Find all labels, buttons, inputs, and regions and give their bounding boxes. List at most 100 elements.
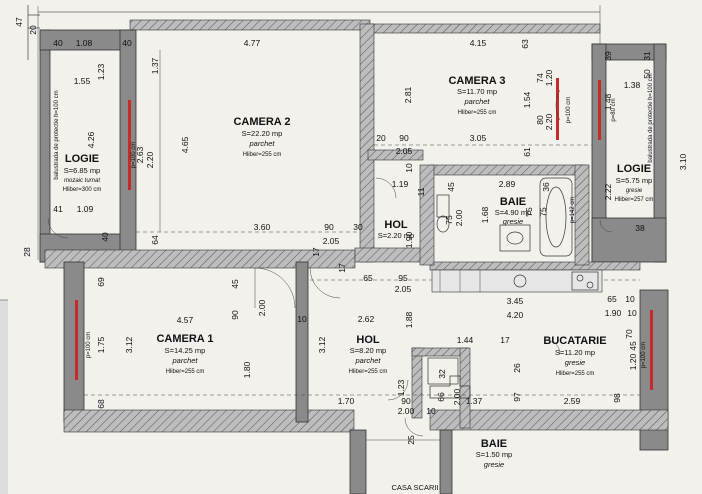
dimension-label: 38 — [635, 223, 645, 233]
dimension-label: 17 — [337, 263, 347, 273]
dimension-label: 45 — [628, 341, 638, 351]
room-area: S=11.70 mp — [457, 87, 497, 96]
dimension-label: 75 — [444, 215, 454, 225]
top-dimensions — [27, 5, 600, 260]
dimension-label: 1.20 — [628, 353, 638, 370]
dimension-label: 2.00 — [452, 388, 462, 405]
interior-lines — [47, 5, 653, 441]
room-name: BAIE — [500, 196, 526, 208]
room-height: Hliber=255 cm — [349, 369, 388, 375]
room-area: S=5.75 mp — [616, 176, 652, 185]
room-bucatarie: BUCATARIE S=11.20 mp gresie Hliber=255 c… — [543, 335, 606, 377]
room-camera3: CAMERA 3 S=11.70 mp parchet Hliber=255 c… — [448, 75, 505, 116]
dimension-label: 80 — [535, 115, 545, 125]
dimension-label: 20 — [376, 133, 386, 143]
room-hol-small: HOL S=2.20 mp — [378, 219, 414, 240]
room-area: S=11.20 mp — [555, 348, 595, 357]
dimension-label: 98 — [612, 393, 622, 403]
balcony-note: balustrada de protectie h=100 cm — [648, 73, 654, 162]
room-floor: parchet — [171, 356, 198, 365]
dimension-label: 40 — [100, 232, 110, 242]
dimension-label: 1.48 — [603, 93, 613, 110]
dimension-label: 95 — [398, 273, 408, 283]
dimension-label: 1.20 — [544, 69, 554, 86]
dimension-label: 2.00 — [398, 406, 415, 416]
dimension-label: 1.08 — [76, 38, 93, 48]
balcony-note: balustrada de protectie h=100 cm — [54, 90, 60, 179]
note-p100: p=100 cm — [641, 342, 647, 369]
dimension-label: 61 — [522, 147, 532, 157]
room-casa-scarii: CASA SCARII — [391, 483, 438, 492]
dimension-label: 74 — [535, 73, 545, 83]
dimension-label: 2.05 — [323, 236, 340, 246]
dimension-label: 4.57 — [177, 315, 194, 325]
dimension-label: 1.37 — [466, 396, 483, 406]
room-floor: gresie — [565, 358, 585, 367]
dimension-label: 63 — [520, 39, 530, 49]
dimension-label: 1.37 — [150, 57, 160, 74]
dimension-label: 2.05 — [395, 284, 412, 294]
room-area: S=22.20 mp — [242, 129, 283, 138]
room-floor: parchet — [463, 97, 490, 106]
dimension-label: 3.10 — [678, 153, 688, 170]
dimension-label: 70 — [624, 329, 634, 339]
room-logie-left: LOGIE S=6.85 mp mozaic turnat Hliber=300… — [54, 90, 101, 193]
dimension-label: 2.89 — [499, 179, 516, 189]
dimension-label: 75 — [524, 207, 534, 217]
dimension-label: 40 — [122, 38, 132, 48]
dimension-label: 10 — [404, 163, 414, 173]
dimension-label: 2.00 — [454, 209, 464, 226]
dimension-label: 3.45 — [507, 296, 524, 306]
room-name: CAMERA 2 — [233, 116, 290, 128]
note-p142: p=142 cm — [570, 197, 576, 224]
dimension-label: 4.20 — [507, 310, 524, 320]
room-hol-main: HOL S=8.20 mp parchet Hliber=255 cm — [349, 334, 388, 375]
dimension-label: 68 — [96, 399, 106, 409]
room-floor: gresie — [626, 188, 643, 194]
dimension-label: 11 — [416, 187, 426, 196]
room-height: Hliber=255 cm — [243, 152, 282, 158]
dimension-label: 2.62 — [358, 314, 375, 324]
dimension-label: 3.05 — [470, 133, 487, 143]
note-p100: p=100 cm — [86, 332, 92, 359]
dimension-label: 1.55 — [74, 76, 91, 86]
dimension-label: 2.05 — [396, 146, 413, 156]
dimension-label: 64 — [150, 235, 160, 245]
room-logie-right: LOGIE S=5.75 mp gresie Hliber=257 cm bal… — [615, 73, 654, 203]
dimension-label: 1.19 — [392, 179, 409, 189]
room-area: S=6.85 mp — [64, 166, 100, 175]
page-edge — [0, 300, 8, 494]
dimension-label: 90 — [401, 396, 411, 406]
dimension-label: 90 — [399, 133, 409, 143]
dimension-label: 36 — [541, 182, 551, 192]
room-area: S=14.25 mp — [165, 346, 206, 355]
dimension-label: 1.38 — [624, 80, 641, 90]
dimension-label: 25 — [406, 435, 416, 445]
room-floor: parchet — [248, 139, 275, 148]
dimension-label: 4.15 — [470, 38, 487, 48]
dimension-label: 65 — [363, 273, 373, 283]
dimension-label: 4.77 — [244, 38, 261, 48]
dimension-label: 32 — [437, 369, 447, 379]
dimension-label: 1.88 — [404, 311, 414, 328]
room-name: CASA SCARII — [391, 483, 438, 492]
dimension-label: 2.22 — [603, 183, 613, 200]
room-camera1: CAMERA 1 S=14.25 mp parchet Hliber=255 c… — [156, 333, 213, 375]
room-name: BAIE — [481, 438, 507, 450]
dimension-label: 26 — [512, 363, 522, 373]
room-area: S=4.90 mp — [495, 208, 531, 217]
dimension-label: 40 — [53, 38, 63, 48]
dimension-label: 45 — [230, 279, 240, 289]
dimension-label: 2.00 — [257, 299, 267, 316]
dimension-label: 1.75 — [96, 336, 106, 353]
dimension-labels: 47 20 40 1.08 40 1.23 1.55 4.26 41 1.09 … — [14, 17, 688, 445]
room-height: Hliber=257 cm — [615, 197, 654, 203]
dimension-label: 41 — [53, 204, 63, 214]
room-height: Hliber=255 cm — [556, 371, 595, 377]
note-p80: p=80 cm — [611, 98, 617, 121]
dimension-label: 47 — [14, 17, 24, 27]
note-p100: p=100 cm — [566, 97, 572, 124]
dimension-label: 2.20 — [145, 151, 155, 168]
dimension-label: 69 — [96, 277, 106, 287]
